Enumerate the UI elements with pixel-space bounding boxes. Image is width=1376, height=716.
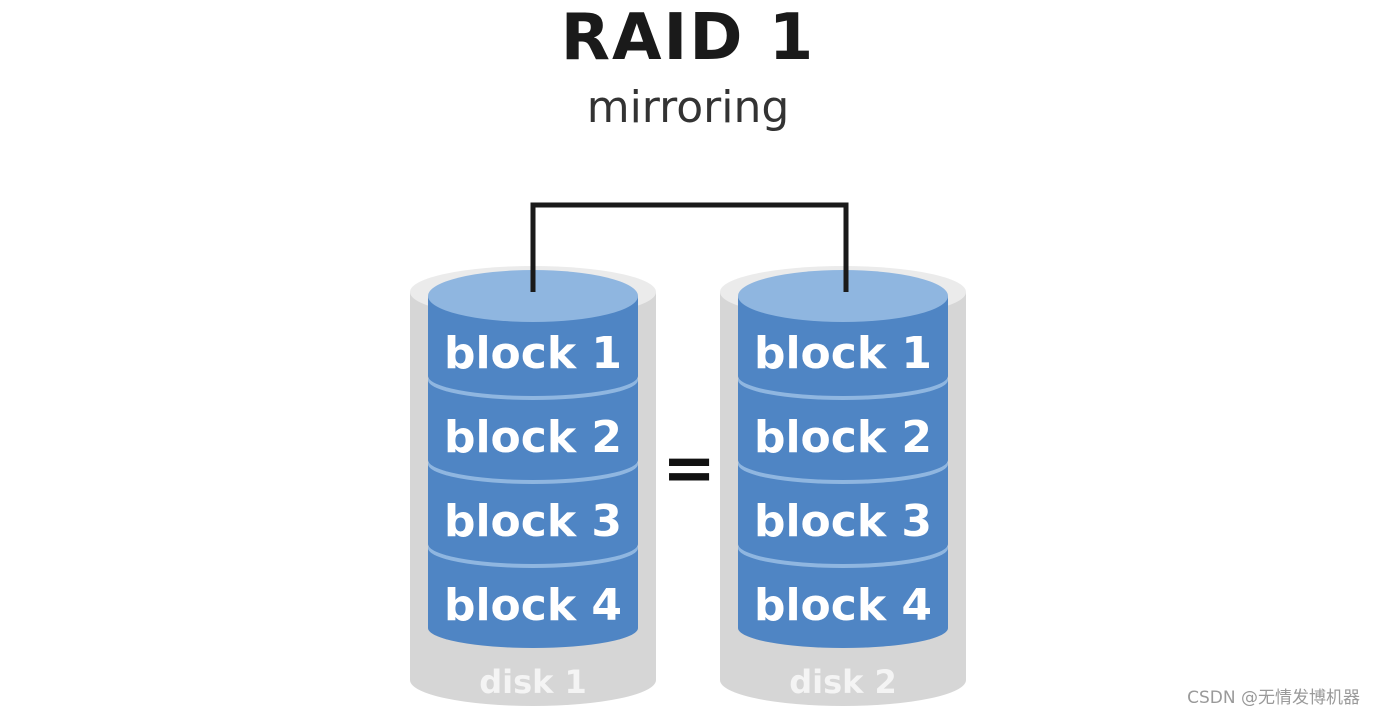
disk-block: block 1 — [428, 270, 638, 396]
diagram-title: RAID 1 — [560, 1, 816, 75]
block-label: block 1 — [754, 328, 932, 379]
disk-block: block 3 — [428, 444, 638, 564]
block-label: block 4 — [754, 580, 932, 631]
disk-label: disk 2 — [789, 663, 897, 701]
diagram-subtitle: mirroring — [586, 82, 790, 133]
block-label: block 1 — [444, 328, 622, 379]
block-label: block 4 — [444, 580, 622, 631]
block-label: block 3 — [754, 496, 932, 547]
block-label: block 2 — [754, 412, 932, 463]
block-label: block 2 — [444, 412, 622, 463]
disk-label: disk 1 — [479, 663, 587, 701]
disk-1: block 4 block 3 block 2 block 1 disk 1 — [410, 266, 656, 706]
disk-block: block 1 — [738, 270, 948, 396]
watermark: CSDN @无情发博机器 — [1187, 688, 1360, 708]
equals-sign: = — [662, 432, 716, 506]
block-label: block 3 — [444, 496, 622, 547]
disk-2: block 4 block 3 block 2 block 1 disk 2 — [720, 266, 966, 706]
